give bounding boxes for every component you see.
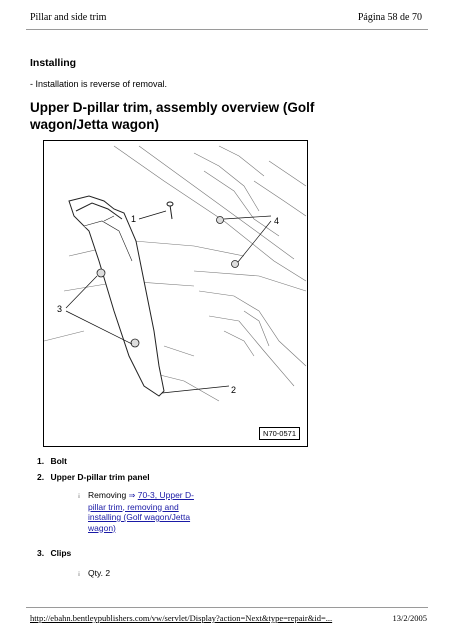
callout-4: 4 [274,216,279,226]
callout-2: 2 [231,385,236,395]
removing-label: Removing [88,490,127,500]
list-item: 2. Upper D-pillar trim panel [37,472,150,482]
removal-procedure-link[interactable]: 70-3, Upper D- pillar trim, removing and… [88,490,194,533]
item-number: 1. [37,456,45,466]
quantity-note: Qty. 2 [88,568,111,578]
section-title: Installing [30,57,77,69]
footer-date: 13/2/2005 [392,613,427,623]
bullet-icon: ¡ [78,493,80,499]
item-label: Bolt [50,456,67,466]
item-label: Clips [50,548,72,558]
bullet-icon: ¡ [78,571,80,577]
header-page-number: Página 58 de 70 [357,12,422,23]
item-number: 2. [37,472,45,482]
header-divider [26,29,428,30]
removing-reference: Removing ⇒ 70-3, Upper D- pillar trim, r… [88,490,228,533]
callout-3: 3 [57,304,62,314]
list-item: 1. Bolt [37,456,67,466]
callout-1: 1 [131,214,136,224]
header-title: Pillar and side trim [30,12,107,23]
d-pillar-illustration: 1 2 3 4 [44,145,307,402]
arrow-right-icon: ⇒ [128,491,136,500]
page-heading: Upper D-pillar trim, assembly overview (… [30,100,315,132]
footer-divider [26,607,428,608]
installation-note: - Installation is reverse of removal. [30,79,168,89]
item-number: 3. [37,548,45,558]
footer-url-link[interactable]: http://ebahn.bentleypublishers.com/vw/se… [30,613,333,623]
assembly-figure: 1 2 3 4 N70-0571 [43,140,308,447]
item-label: Upper D-pillar trim panel [50,472,150,482]
list-item: 3. Clips [37,548,71,558]
figure-code: N70-0571 [259,427,300,440]
page-header: Pillar and side trim Página 58 de 70 [0,12,453,26]
